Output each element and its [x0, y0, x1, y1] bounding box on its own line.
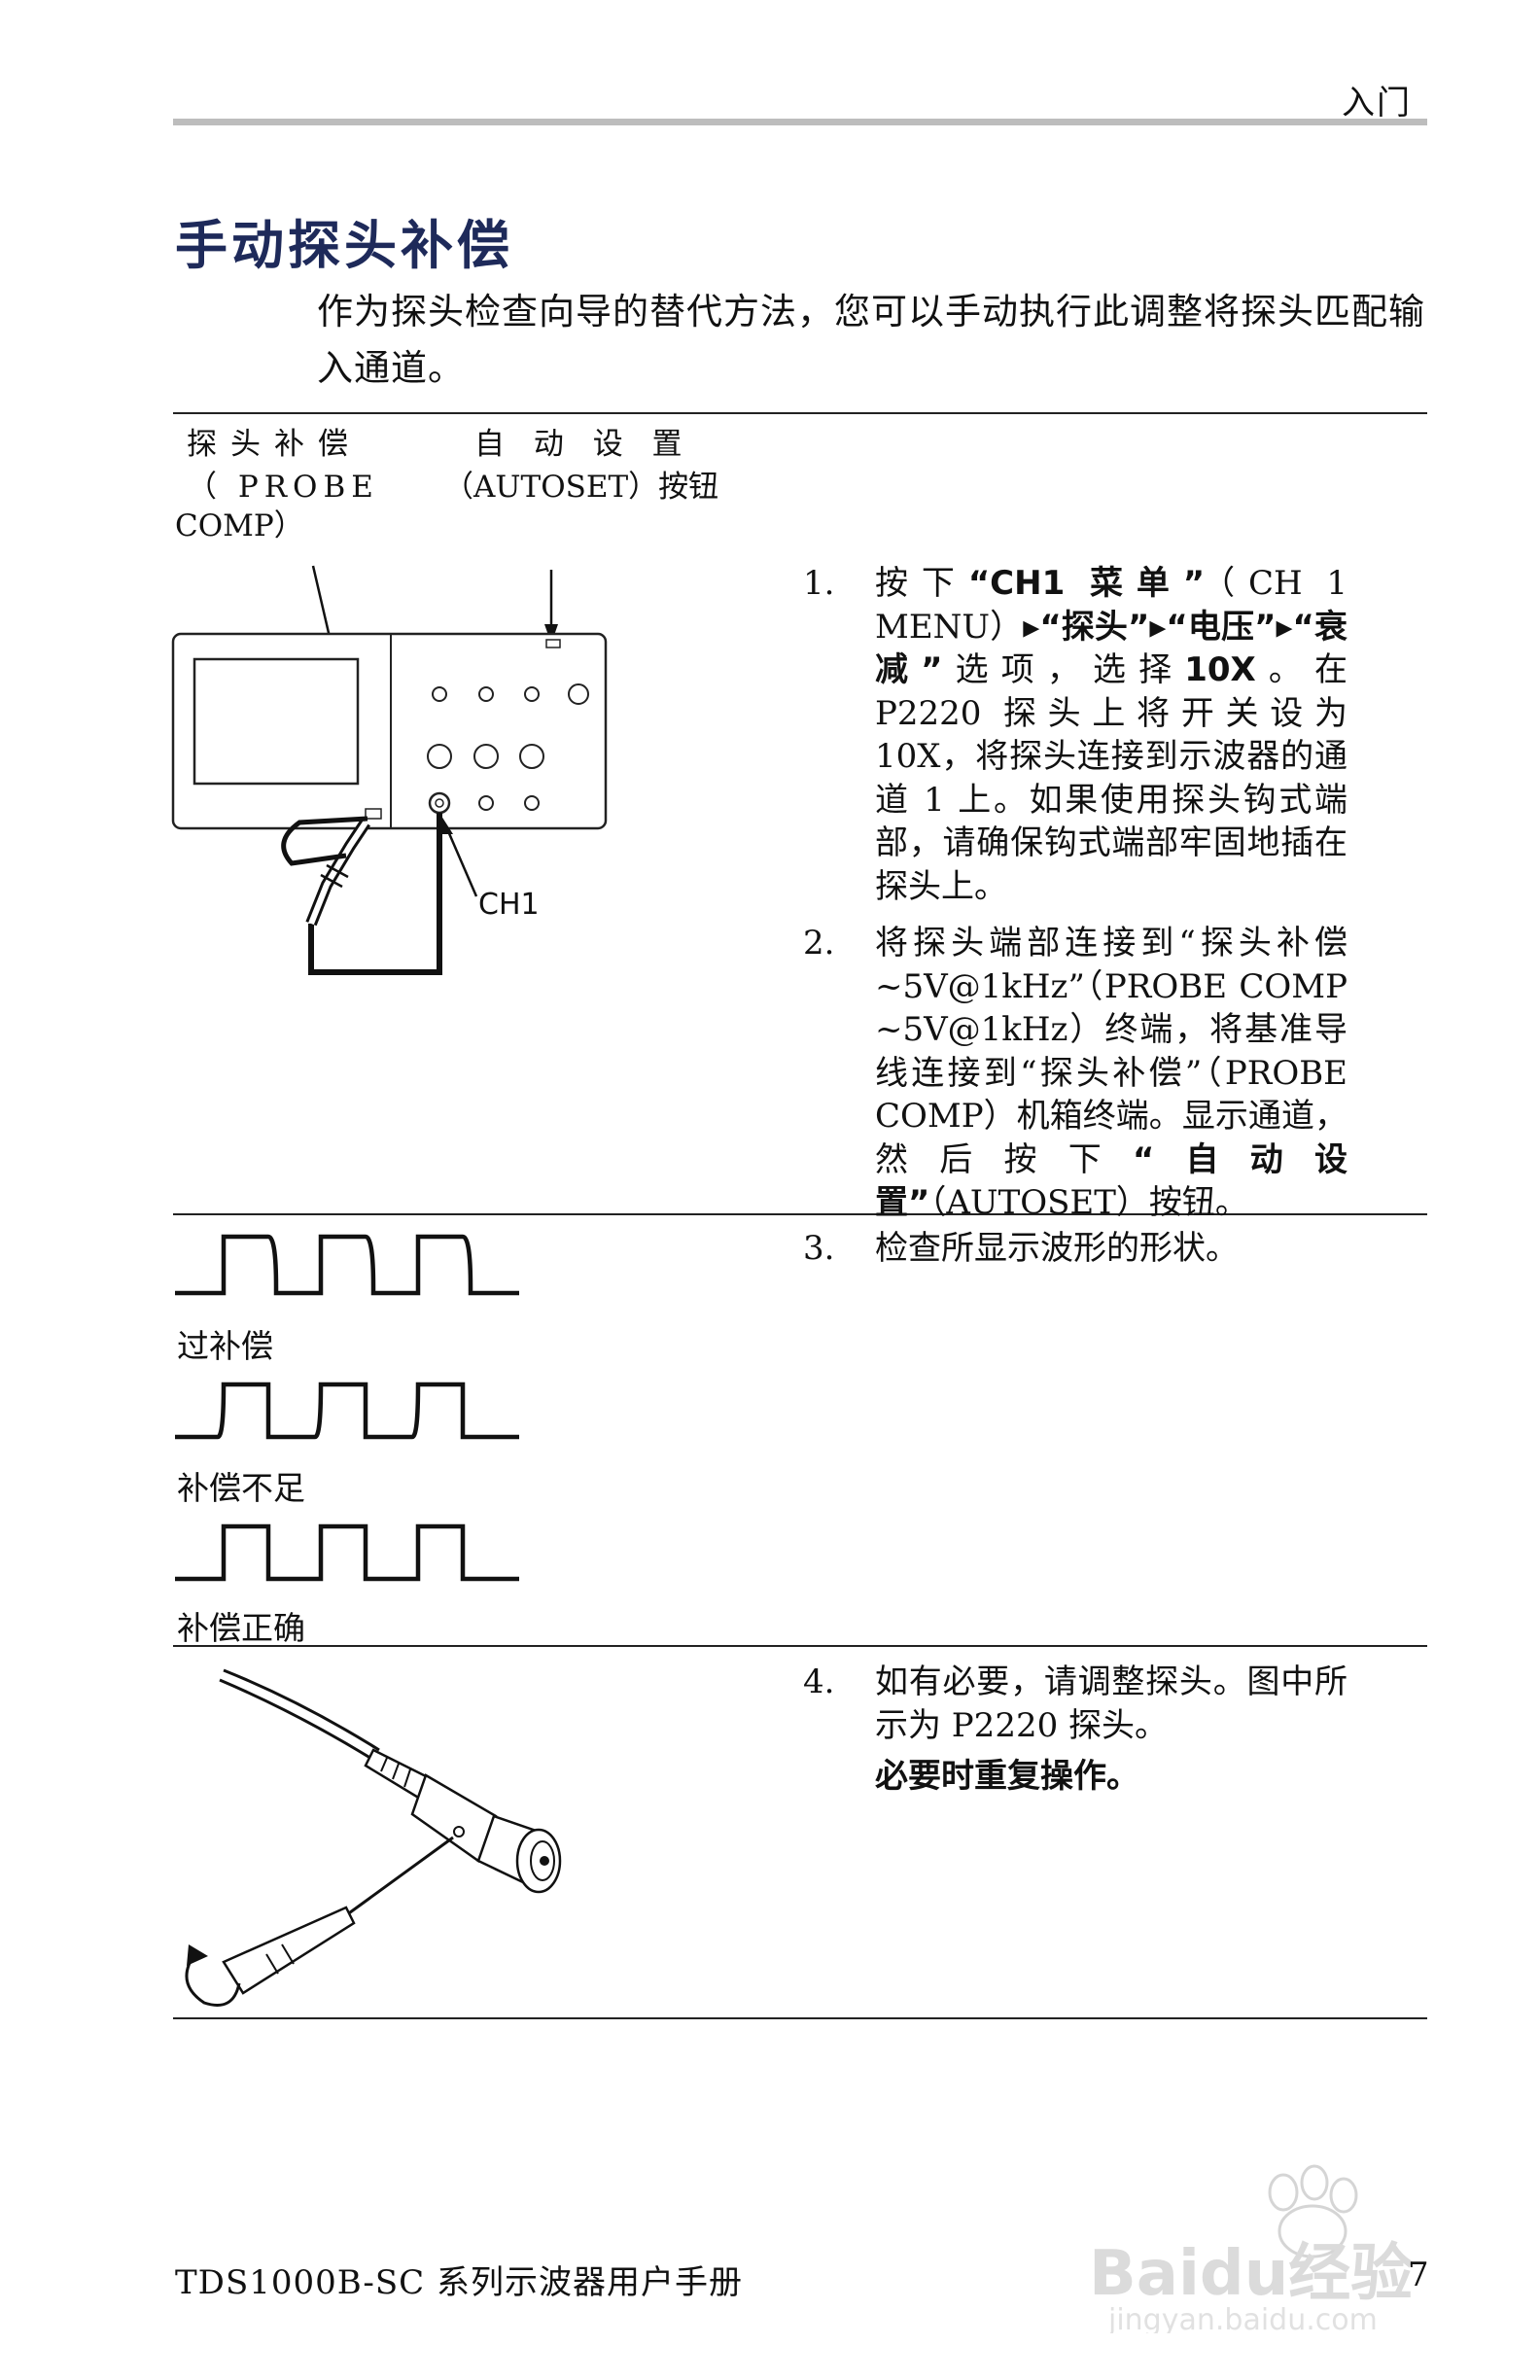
ch1-label: CH1 — [478, 888, 540, 922]
probe-comp-caption-1: 探头补偿 — [187, 427, 362, 462]
step-text: 按下“CH1 菜单”（CH 1 MENU）▸“探头”▸“电压”▸“衰减”选项，选… — [875, 564, 1348, 906]
page-title: 手动探头补偿 — [175, 215, 513, 276]
oscilloscope-probe-figure: CH1 — [171, 565, 608, 975]
step-3: 3. 检查所显示波形的形状。 — [803, 1227, 1348, 1271]
watermark-url: jingyan.baidu.com — [1107, 2303, 1378, 2333]
page-number: 7 — [1408, 2256, 1429, 2294]
step-text: 检查所显示波形的形状。 — [875, 1229, 1239, 1268]
intro-paragraph: 作为探头检查向导的替代方法，您可以手动执行此调整将探头匹配输入通道。 — [317, 291, 1425, 389]
step-text: 如有必要，请调整探头。图中所示为 P2220 探头。 — [875, 1662, 1348, 1745]
table-rule-3 — [173, 1645, 1427, 1647]
step-3-block: 3. 检查所显示波形的形状。 — [803, 1227, 1348, 1271]
waveform-over — [175, 1234, 519, 1296]
header-rule — [173, 119, 1427, 125]
table-rule-2 — [173, 1213, 1427, 1215]
step-4-note: 必要时重复操作。 — [803, 1755, 1348, 1799]
waveform-label-under: 补偿不足 — [177, 1469, 305, 1507]
probe-adjust-figure — [185, 1668, 562, 2007]
watermark-brand: Baidu经验 — [1089, 2238, 1413, 2310]
step-4-block: 4. 如有必要，请调整探头。图中所示为 P2220 探头。 必要时重复操作。 — [803, 1661, 1348, 1799]
step-number: 3. — [803, 1229, 835, 1268]
step-number: 4. — [803, 1662, 835, 1701]
table-rule-bottom — [173, 2017, 1427, 2019]
steps-1-2: 1. 按下“CH1 菜单”（CH 1 MENU）▸“探头”▸“电压”▸“衰减”选… — [803, 562, 1348, 1225]
waveform-correct — [175, 1523, 519, 1582]
waveform-under — [175, 1382, 519, 1440]
step-4: 4. 如有必要，请调整探头。图中所示为 P2220 探头。 — [803, 1661, 1348, 1747]
footer-manual-title: TDS1000B-SC 系列示波器用户手册 — [175, 2263, 743, 2302]
autoset-caption-2: （AUTOSET）按钮 — [443, 470, 719, 505]
autoset-caption-1: 自 动 设 置 — [474, 427, 692, 462]
waveform-label-over: 过补偿 — [177, 1327, 273, 1365]
waveform-label-correct: 补偿正确 — [177, 1609, 305, 1647]
repeat-note: 必要时重复操作。 — [875, 1757, 1139, 1796]
step-number: 1. — [803, 564, 835, 603]
step-2: 2. 将探头端部连接到“探头补偿 ~5V@1kHz”（PROBE COMP ~5… — [803, 922, 1348, 1225]
section-label: 入门 — [1342, 84, 1412, 122]
probe-comp-caption-2: （ PROBE — [187, 470, 379, 505]
baidu-watermark: Baidu经验 jingyan.baidu.com — [1089, 2139, 1439, 2337]
step-1: 1. 按下“CH1 菜单”（CH 1 MENU）▸“探头”▸“电压”▸“衰减”选… — [803, 562, 1348, 908]
step-number: 2. — [803, 924, 835, 962]
probe-comp-caption-3: COMP） — [175, 508, 304, 543]
step-text: 将探头端部连接到“探头补偿 ~5V@1kHz”（PROBE COMP ~5V@1… — [875, 924, 1348, 1222]
table-rule-top — [173, 412, 1427, 414]
